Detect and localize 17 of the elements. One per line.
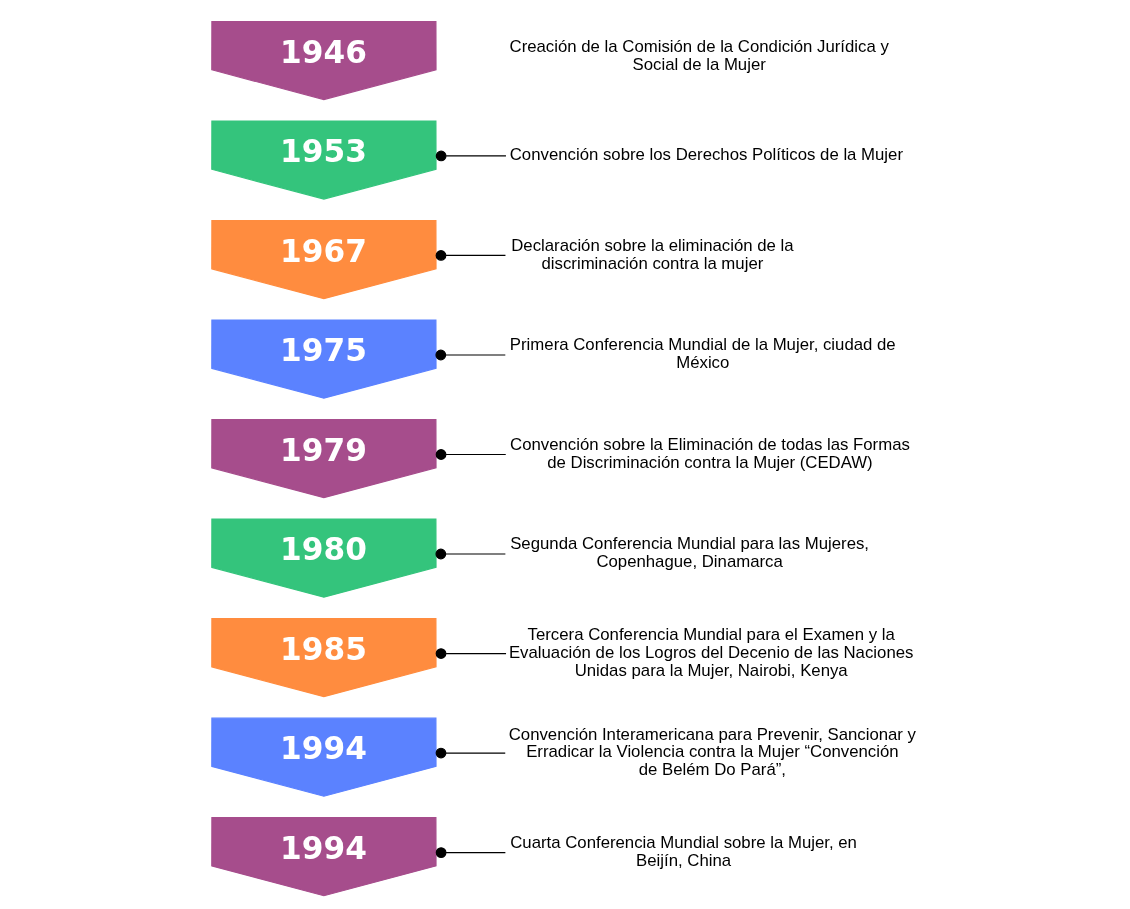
node-text: Convención sobre la Eliminación de todas las Formas de Discriminación contra la Mujer (CEDAW) bbox=[509, 434, 910, 472]
connector bbox=[435, 250, 506, 261]
node-text: Tercera Conferencia Mundial para el Examen y la Evaluación de los Logros del Decenio de las Naciones Unidas para la Mujer, Nairobi, Kenya bbox=[508, 624, 913, 680]
node-text: Convención sobre los Derechos Políticos de la Mujer bbox=[509, 145, 903, 165]
connector bbox=[434, 349, 506, 361]
connector bbox=[435, 449, 506, 460]
connector bbox=[434, 548, 506, 560]
node-text: Declaración sobre la eliminación de la discriminación contra la mujer bbox=[510, 235, 794, 273]
node-text: Convención Interamericana para Prevenir, Sancionar y Erradicar la Violencia contra la Mujer “Convención de Belém Do Pará”, bbox=[508, 724, 916, 780]
connector bbox=[435, 648, 507, 659]
node-text: Segunda Conferencia Mundial para las Mujeres, Copenhague, Dinamarca bbox=[509, 534, 869, 572]
node-text: Cuarta Conferencia Mundial sobre la Mujer, en Beijín, China bbox=[509, 833, 857, 870]
connector bbox=[435, 847, 506, 858]
connector bbox=[435, 150, 507, 162]
connector bbox=[435, 747, 506, 759]
node-text: Primera Conferencia Mundial de la Mujer, ciudad de México bbox=[509, 335, 896, 373]
node-text: Creación de la Comisión de la Condición Jurídica y Social de la Mujer bbox=[509, 36, 889, 74]
